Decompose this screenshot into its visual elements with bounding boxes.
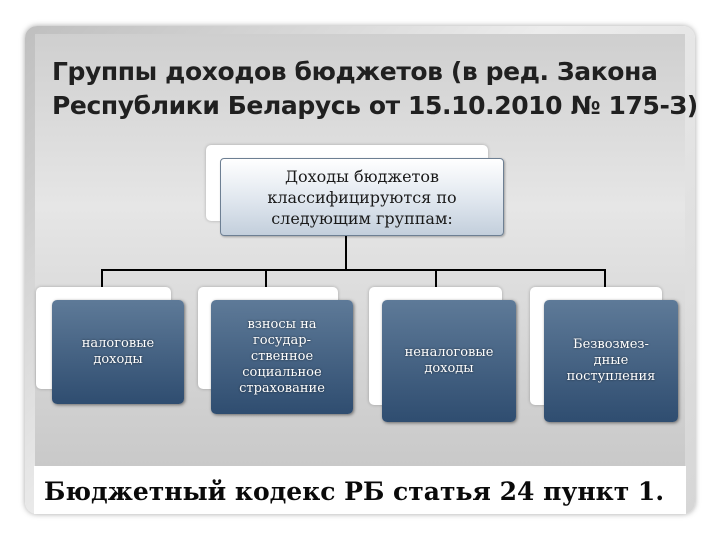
slide-title: Группы доходов бюджетов (в ред. Закона Р… [52, 55, 698, 123]
group-node-social-insurance: взносы на государ- ственное социальное с… [211, 300, 353, 414]
group-3-line-2: доходы [424, 361, 474, 376]
group-node-non-tax-revenue: неналоговые доходы [382, 300, 516, 422]
title-line-1: Группы доходов бюджетов (в ред. Закона [52, 57, 658, 86]
title-line-2: Республики Беларусь от 15.10.2010 № 175-… [52, 91, 698, 120]
root-line-1: Доходы бюджетов [284, 166, 440, 186]
group-2-line-4: социальное [242, 365, 322, 380]
group-4-line-3: поступления [566, 369, 656, 384]
group-1-line-2: доходы [93, 352, 143, 367]
footer-reference: Бюджетный кодекс РБ статья 24 пункт 1. [44, 477, 665, 506]
root-node: Доходы бюджетов классифицируются по след… [220, 158, 504, 236]
footer-bar [34, 466, 686, 514]
group-4-line-1: Безвозмез- [573, 337, 649, 352]
group-4-line-2: дные [593, 353, 629, 368]
group-node-tax-revenue: налоговые доходы [52, 300, 184, 404]
group-2-line-2: государ- [252, 333, 312, 348]
group-3-line-1: неналоговые [404, 345, 494, 360]
group-2-line-5: страхование [239, 381, 325, 396]
group-2-line-1: взносы на [247, 317, 317, 332]
group-node-gratuitous-receipts: Безвозмез- дные поступления [544, 300, 678, 422]
root-line-3: следующим группам: [271, 208, 453, 228]
root-line-2: классифицируются по [267, 187, 457, 207]
group-1-line-1: налоговые [81, 336, 155, 351]
group-2-line-3: ственное [250, 349, 314, 364]
